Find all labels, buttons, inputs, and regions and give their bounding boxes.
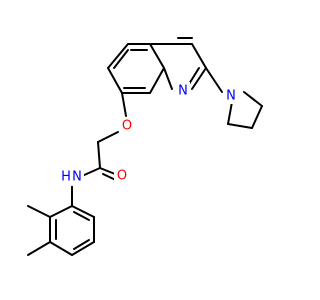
bond — [227, 101, 233, 125]
bond — [121, 92, 127, 117]
ether-oxygen-label: O — [122, 119, 132, 134]
atom-bg — [176, 82, 190, 98]
atom-bg — [114, 168, 130, 184]
bond — [205, 67, 223, 93]
bond — [191, 43, 207, 69]
bond — [71, 205, 95, 218]
bond-double-inner — [188, 67, 200, 85]
bond — [27, 205, 51, 218]
bond — [149, 43, 165, 69]
bond — [107, 67, 123, 94]
amide-hydrogen-label: H — [61, 170, 71, 185]
bond — [227, 123, 253, 129]
atom-bg — [60, 168, 84, 186]
bond — [97, 131, 119, 143]
bond — [49, 205, 73, 218]
structure-svg: N N O O H N — [27, 37, 263, 256]
pyrrolidine-nitrogen-label: N — [226, 89, 236, 104]
bond — [251, 105, 263, 129]
bond — [27, 241, 51, 256]
bond — [71, 241, 95, 256]
bond — [191, 67, 207, 90]
atom-bg — [119, 118, 135, 134]
bond — [81, 167, 101, 177]
amide-nitrogen-label: N — [72, 170, 82, 185]
bond — [163, 67, 173, 90]
carbonyl-oxygen-label: O — [117, 169, 127, 184]
atom-bg — [223, 88, 239, 104]
bond-double-inner — [73, 211, 90, 221]
bond — [97, 141, 101, 169]
bond-double-inner — [113, 49, 129, 69]
bond — [107, 43, 129, 69]
bond — [49, 241, 73, 256]
bond — [149, 67, 165, 94]
molecule-diagram: N N O O H N — [27, 37, 263, 256]
bond-double-inner — [73, 239, 90, 250]
quinoline-nitrogen-label: N — [178, 84, 188, 99]
bond — [243, 91, 263, 107]
